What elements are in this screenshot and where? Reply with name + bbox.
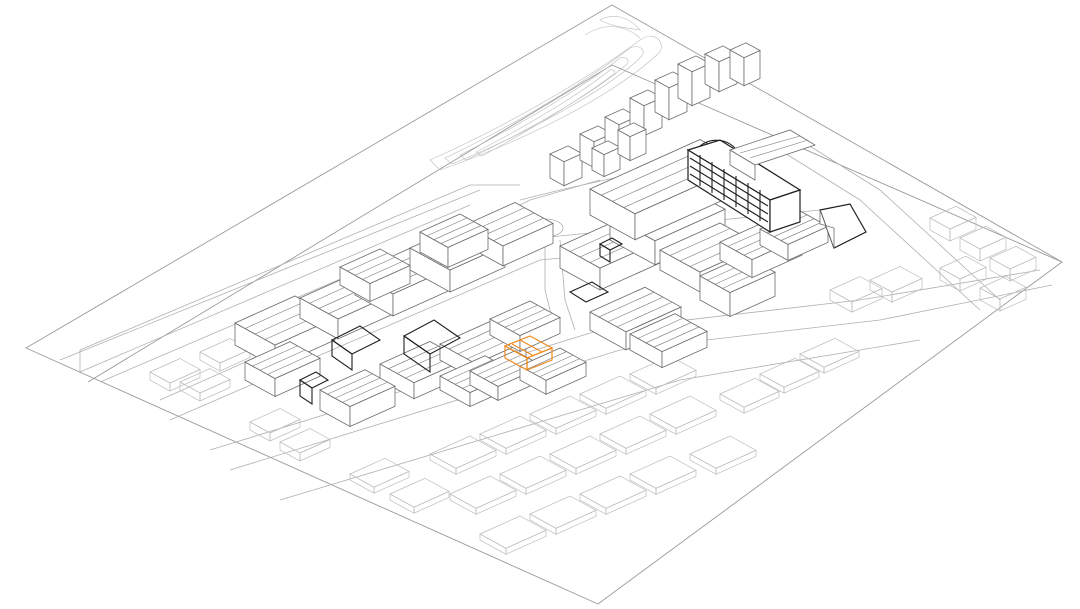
shed	[419, 213, 489, 269]
context-lot	[449, 475, 517, 515]
context-lot	[599, 415, 667, 455]
context-lot	[629, 455, 697, 495]
context-lot	[149, 358, 201, 392]
shed	[759, 210, 829, 262]
detailed-buildings	[298, 237, 624, 406]
context-lot	[279, 428, 331, 462]
context-lot	[579, 475, 647, 515]
shed	[339, 248, 411, 303]
context-lot	[179, 368, 231, 402]
context-lot	[479, 415, 547, 455]
context-lot	[719, 377, 780, 414]
context-lot	[249, 408, 301, 442]
site-boundary	[25, 4, 1063, 605]
context-lot	[349, 457, 410, 494]
industrial-sheds	[234, 139, 829, 428]
tower	[549, 145, 583, 187]
context-lot	[979, 275, 1027, 312]
context-lot	[389, 477, 450, 514]
context-lot	[959, 225, 1007, 262]
shed	[319, 369, 396, 428]
context-lot	[499, 455, 567, 495]
context-lot	[429, 435, 497, 475]
tower	[617, 122, 647, 162]
tower	[591, 140, 621, 178]
context-lot	[939, 255, 987, 292]
context-lot	[529, 495, 597, 535]
context-lot	[869, 266, 923, 303]
context-lot	[579, 375, 647, 415]
context-lot	[689, 435, 757, 475]
context-lot	[549, 435, 617, 475]
context-lot	[929, 205, 977, 242]
large-hall	[729, 129, 867, 249]
highlighted-building	[503, 335, 554, 372]
shed	[629, 313, 708, 369]
context-lot	[759, 357, 820, 394]
context-lot	[799, 337, 860, 374]
shed	[244, 341, 321, 398]
shed	[519, 347, 587, 395]
context-lot	[529, 395, 597, 435]
residential-towers	[549, 42, 761, 187]
tower	[729, 42, 761, 87]
context-lots	[149, 205, 1037, 555]
context-lot	[649, 395, 717, 435]
tower	[677, 55, 711, 107]
context-lot	[829, 276, 883, 313]
context-lot	[989, 245, 1037, 282]
topographic-mound	[429, 16, 662, 171]
context-lot	[479, 515, 547, 555]
